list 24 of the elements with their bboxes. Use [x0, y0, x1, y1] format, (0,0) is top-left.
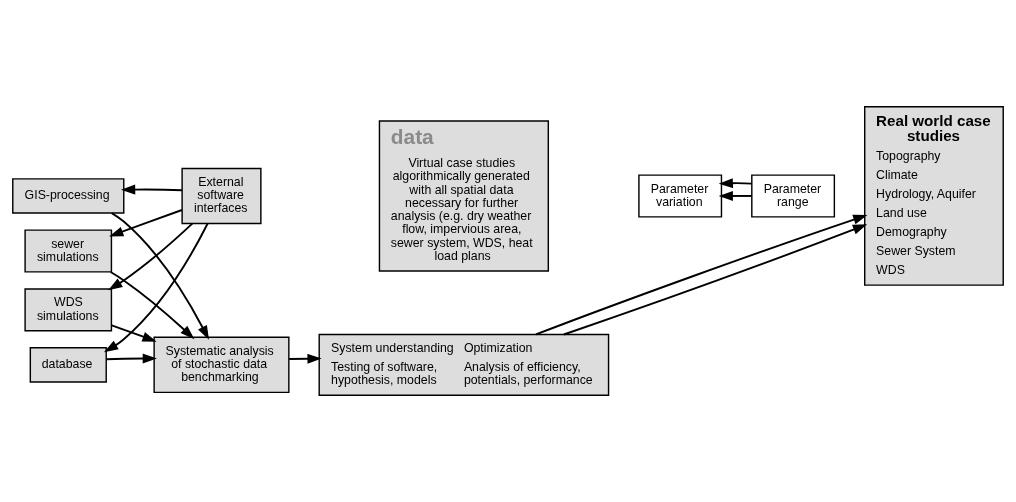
arrow	[109, 271, 195, 340]
arrow	[108, 222, 194, 291]
arrow	[535, 214, 868, 336]
arrow	[110, 212, 209, 340]
node-box: System understanding Optimization Testing of software, hypothesis, models Analysis of efficiency, potentials, performance	[318, 333, 610, 396]
node-box: Parameter range	[751, 174, 836, 218]
arrow	[718, 178, 753, 189]
node-box: database	[29, 347, 107, 383]
arrow	[109, 209, 183, 237]
node-box: GIS-processing	[12, 178, 125, 214]
arrow	[562, 224, 868, 336]
arrow	[288, 353, 322, 364]
node-box: Parameter variation	[638, 174, 723, 218]
node-box: External software interfaces	[181, 167, 262, 225]
arrow	[105, 353, 157, 364]
arrow	[110, 324, 157, 342]
node-box: sewer simulations	[24, 229, 113, 273]
node-box: WDS simulations	[24, 288, 113, 332]
arrow	[120, 184, 184, 195]
node-box: Real world case studies Topography Climate Hydrology, Aquifer Land use Demography Sewer System WDS	[864, 106, 1004, 286]
node-box: data Virtual case studies algorithmically generated with all spatial data necessary for further analysis (e.g. dry weather flow, impervious area, sewer system, WDS, heat load plans	[378, 120, 550, 272]
arrow	[103, 222, 209, 353]
node-box: Systematic analysis of stochastic data benchmarking	[153, 336, 290, 394]
arrow	[718, 191, 753, 201]
